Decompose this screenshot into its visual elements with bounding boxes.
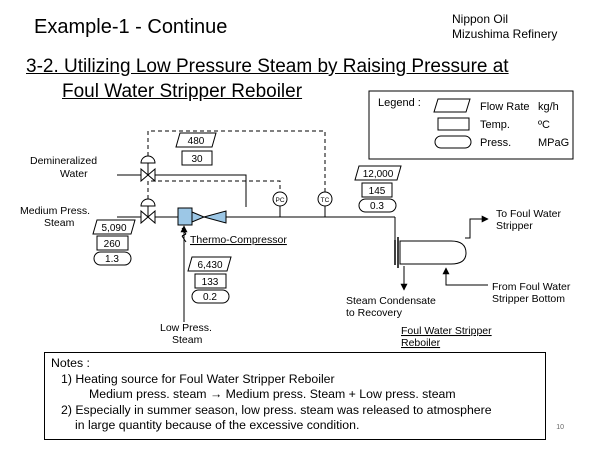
company-name: Nippon Oil Mizushima Refinery [452,12,557,42]
feed-flow-box [354,165,402,181]
control-signal-lines [147,130,326,206]
mp-steam-valve [140,198,156,225]
pc-signal-line [147,180,281,206]
heading-line-2: Foul Water Stripper Reboiler [62,81,303,102]
demin-flow-value: 480 [188,136,205,147]
mp-steam-label-2: Steam [44,217,75,229]
feed-tags: 12,000 145 0.3 [354,165,402,213]
note-line-2: Medium press. steam → Medium press. Stea… [89,387,456,401]
notes-title: Notes : [51,356,90,370]
demin-water-label-2: Water [60,168,88,180]
lp-temp-value: 133 [202,277,219,288]
note-line-4: in large quantity because of the excessi… [75,418,360,432]
thermo-compressor-label: Thermo-Compressor [190,234,287,246]
mp-flow-value: 5,090 [101,223,126,234]
mp-temp-value: 260 [104,239,121,250]
mp-flow-box [92,219,136,235]
reboiler-label-2: Reboiler [401,337,441,349]
stream-labels: Demineralized Water Medium Press. Steam … [20,155,571,349]
thermo-compressor [177,207,227,243]
mp-steam-tags: 5,090 260 1.3 [92,219,136,266]
demin-flow-box [175,132,217,148]
pc-label: PC [275,197,284,204]
from-stripper-label-2: Stripper Bottom [492,293,565,305]
lp-press-value: 0.2 [203,292,217,303]
lp-temp-box [194,273,227,289]
lp-steam-label-2: Steam [172,334,203,346]
reboiler-exchanger [394,237,467,268]
lp-flow-value: 6,430 [197,260,222,271]
lp-flow-box [187,256,232,272]
demin-water-line [117,174,247,207]
condensate-label-1: Steam Condensate [346,295,436,307]
legend: Legend : Flow Rate kg/h Temp. ºC Press. … [368,90,574,160]
legend-press-symbol [434,135,472,149]
lp-steam-tags: 6,430 133 0.2 [187,256,232,304]
company-line-1: Nippon Oil [452,12,509,26]
mp-steam-label-1: Medium Press. [20,205,90,217]
demin-temp-value: 30 [191,154,203,165]
feed-press-box [358,198,397,213]
reboiler-label-1: Foul Water Stripper [401,325,492,337]
lp-press-box [191,289,230,304]
tc-signal-line [147,130,326,196]
legend-temp-name: Temp. [480,119,510,131]
notes-box: Notes : 1) Heating source for Foul Water… [44,352,546,440]
page-number: 10 [556,424,564,431]
legend-flow-name: Flow Rate [480,101,530,113]
feed-temp-value: 145 [369,186,386,197]
condensate-label-2: to Recovery [346,307,403,319]
legend-flow-symbol [433,98,471,113]
legend-press-name: Press. [480,137,511,149]
slide-title: Example-1 - Continue [34,16,228,38]
section-heading: 3-2. Utilizing Low Pressure Steam by Rai… [26,54,509,104]
legend-title: Legend : [378,97,421,109]
note-line-3: 2) Especially in summer season, low pres… [61,402,492,417]
demin-temp-box [181,150,213,166]
legend-flow-unit: kg/h [538,101,559,113]
process-lines [117,174,489,322]
legend-press-unit: MPaG [538,137,569,149]
legend-temp-symbol [437,117,470,131]
mp-temp-box [96,235,129,251]
from-stripper-label-1: From Foul Water [492,281,571,293]
to-stripper-line [465,215,489,239]
tc-label: TC [321,197,330,204]
to-stripper-label-2: Stripper [496,220,533,232]
demin-water-valve [140,155,156,183]
feed-temp-box [361,182,393,198]
feed-flow-value: 12,000 [363,169,394,180]
from-stripper-line [442,267,488,286]
legend-box [368,90,574,160]
tc-instrument: TC [317,191,333,207]
feed-press-value: 0.3 [370,201,384,212]
demin-water-label-1: Demineralized [30,155,97,167]
to-stripper-label-1: To Foul Water [496,208,561,220]
heading-line-1: 3-2. Utilizing Low Pressure Steam by Rai… [26,56,509,77]
mp-press-value: 1.3 [105,254,119,265]
demin-water-tags: 480 30 [175,132,217,166]
company-line-2: Mizushima Refinery [452,27,558,41]
note-line-1: 1) Heating source for Foul Water Strippe… [61,371,335,386]
mp-press-box [93,251,132,266]
lp-steam-label-1: Low Press. [160,322,212,334]
pc-instrument: PC [272,191,288,207]
legend-temp-unit: ºC [538,119,550,131]
